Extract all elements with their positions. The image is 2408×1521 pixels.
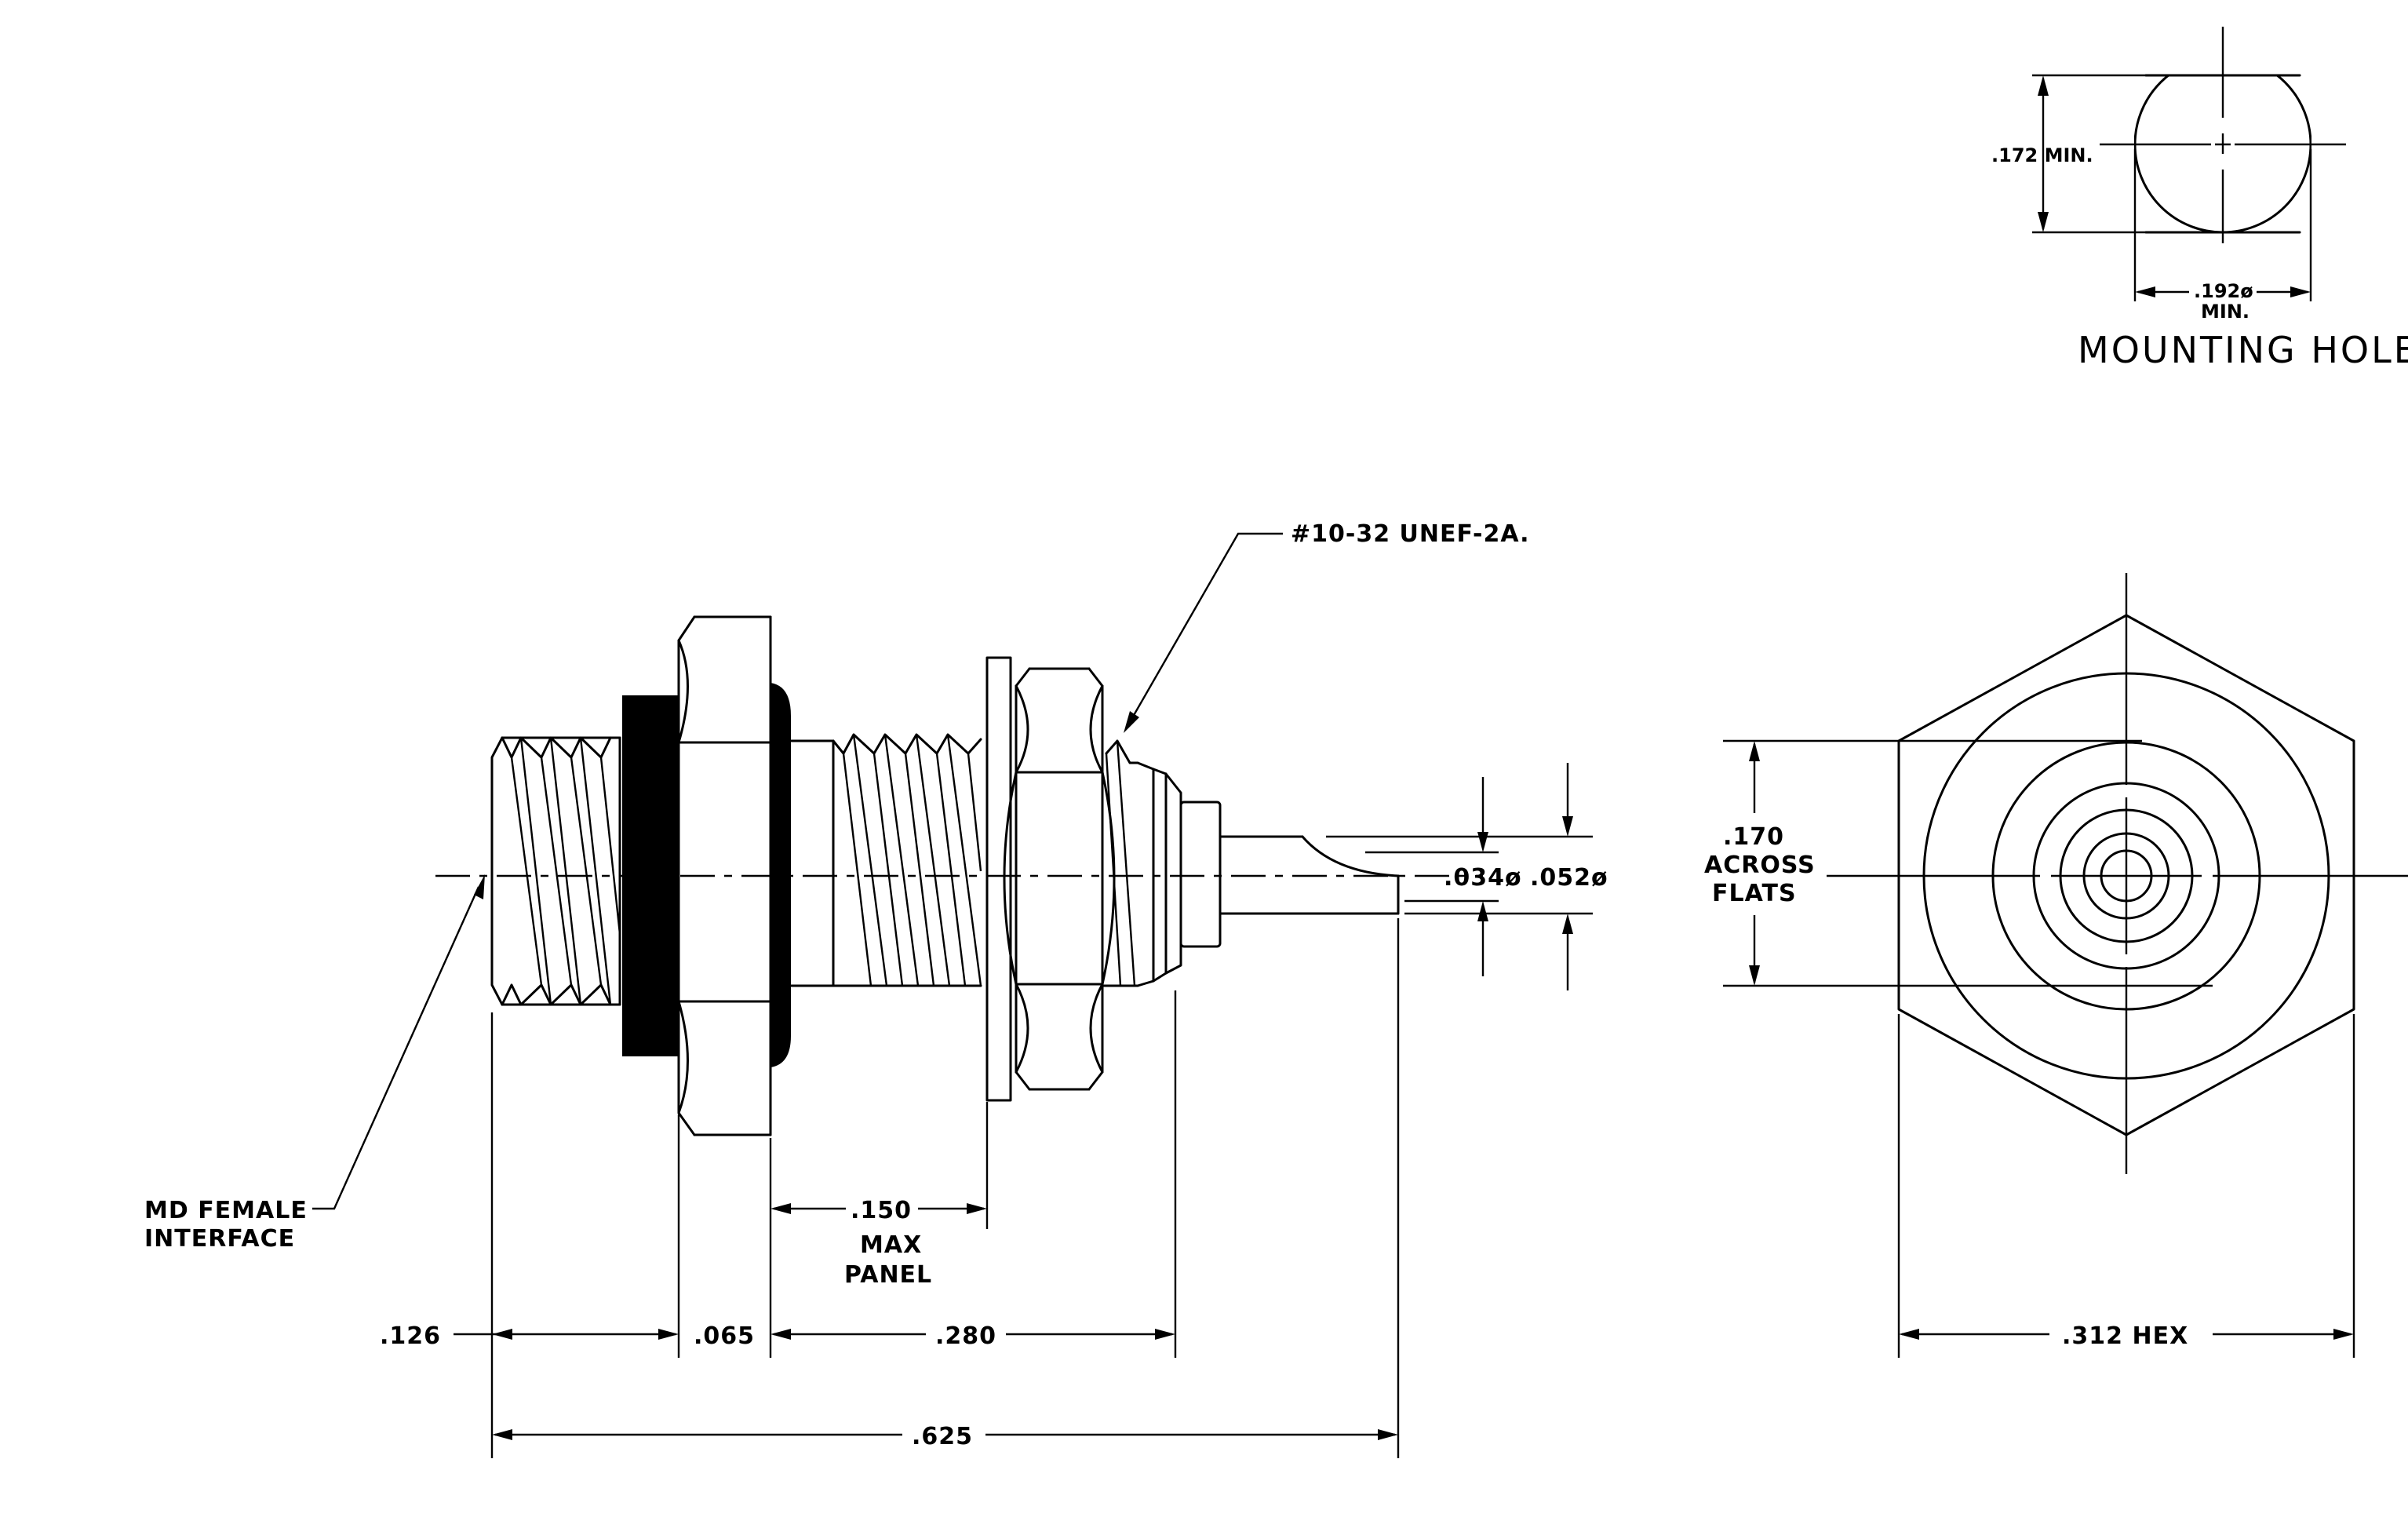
interface-label-2: INTERFACE [144,1225,295,1253]
rear-thread [789,733,982,987]
center-pin [1219,835,1593,915]
dim-280: .280 [935,1322,996,1350]
thread-callout: #10-32 UNEF-2A. [1291,520,1530,548]
mounting-hole-dia-qual: MIN. [2201,301,2250,323]
body-dia-dim: .052ø [1530,864,1608,892]
flats-dim: .170 [1723,823,1784,851]
panel-dim: .150 [851,1197,912,1224]
flats-label-2: FLATS [1712,880,1797,907]
mounting-hole-title: MOUNTING HOLE [2078,329,2408,371]
pin-dia-dim: .034ø [1444,864,1522,892]
mounting-hole-view: .172 MIN. .192ø MIN. MOUNTING HOLE [1991,27,2408,371]
panel-label-2: PANEL [844,1261,932,1289]
flats-label-1: ACROSS [1704,852,1816,879]
hex-dim: .312 HEX [2062,1322,2188,1350]
connector-end-view: .170 ACROSS FLATS .312 HEX [1704,573,2408,1358]
flange-lip [770,683,791,1067]
gasket [622,695,679,1056]
washer [985,656,1012,1102]
connector-side-view: .034ø .052ø #10-32 UNEF-2A. MD FEMALE IN… [144,520,1608,1458]
front-thread [490,736,621,1006]
mounting-hole-flat-dim: .172 MIN. [1991,144,2093,166]
rear-body [1179,801,1222,948]
panel-nut [1003,667,1116,1091]
flange-hex [664,615,791,1136]
mounting-hole-dia-dim: .192ø [2194,280,2253,302]
interface-label-1: MD FEMALE [144,1197,308,1224]
panel-label-1: MAX [860,1231,922,1259]
dim-126: .126 [380,1322,441,1350]
dim-065: .065 [694,1322,755,1350]
dim-625: .625 [912,1423,973,1450]
